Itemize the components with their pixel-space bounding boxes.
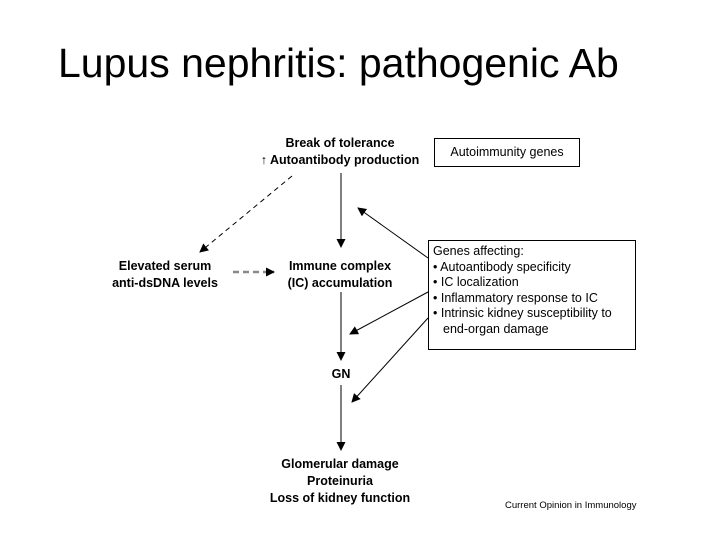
genes-affecting-box: Genes affecting: • Autoantibody specific… <box>428 240 636 350</box>
node-break-of-tolerance: Break of tolerance ↑ Autoantibody produc… <box>250 135 430 169</box>
genes-heading: Genes affecting: <box>433 244 524 258</box>
node-damage-line2: Proteinuria <box>307 474 373 488</box>
genes-item: • IC localization <box>433 275 519 289</box>
node-break-line1: Break of tolerance <box>285 136 395 150</box>
node-elevated-line1: Elevated serum <box>118 259 212 273</box>
arrow-genes-to-immune-chain <box>349 291 429 335</box>
arrow-genes-to-gn-chain <box>351 317 429 403</box>
genes-item: • Autoantibody specificity <box>433 259 571 274</box>
node-elevated-serum: Elevated serum anti-dsDNA levels <box>100 258 230 292</box>
node-elevated-line2: anti-dsDNA levels <box>112 276 218 290</box>
node-gn-line1: GN <box>331 367 351 381</box>
arrow-break-to-elevated <box>199 175 293 253</box>
genes-item-continuation: end-organ damage <box>443 321 549 336</box>
arrow-genes-to-break-chain <box>357 207 429 259</box>
node-glomerular-damage: Glomerular damage Proteinuria Loss of ki… <box>250 456 430 507</box>
node-immune-complex: Immune complex (IC) accumulation <box>275 258 405 292</box>
autoimmunity-genes-box: Autoimmunity genes <box>434 138 580 167</box>
node-immune-line2: (IC) accumulation <box>287 276 393 290</box>
genes-item: • Inflammatory response to IC <box>433 290 598 305</box>
node-damage-line1: Glomerular damage <box>281 457 399 471</box>
node-damage-line3: Loss of kidney function <box>269 491 411 505</box>
node-break-line2: ↑ Autoantibody production <box>260 153 420 167</box>
node-gn: GN <box>311 366 371 383</box>
slide-title: Lupus nephritis: pathogenic Ab <box>58 40 619 86</box>
node-immune-line1: Immune complex <box>288 259 392 273</box>
genes-item: • Intrinsic kidney susceptibility to <box>433 306 612 320</box>
source-credit: Current Opinion in Immunology <box>505 500 637 511</box>
